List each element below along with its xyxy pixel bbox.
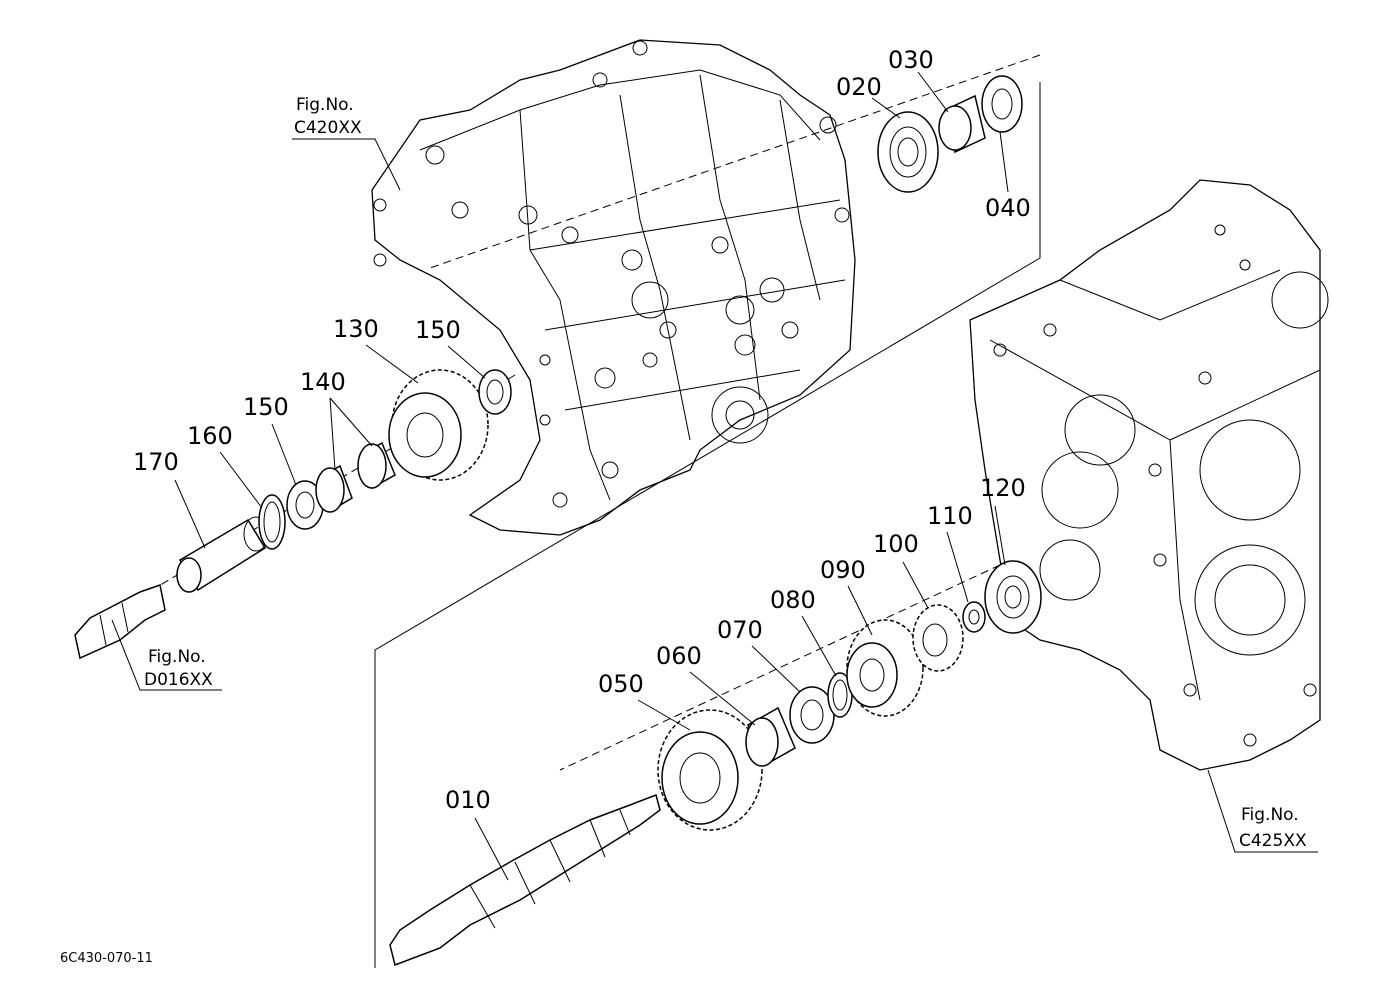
part-060-needle-bearing xyxy=(745,706,796,767)
drawing-code: 6C430-070-11 xyxy=(60,951,153,966)
label-150-left: 150 xyxy=(243,393,289,421)
group-frames xyxy=(374,82,1041,968)
part-030-collar xyxy=(938,94,986,154)
label-140: 140 xyxy=(300,368,346,396)
label-050: 050 xyxy=(598,670,644,698)
upper-transmission-case xyxy=(371,39,856,536)
part-160-circlip xyxy=(258,494,286,550)
label-160: 160 xyxy=(187,422,233,450)
label-130: 130 xyxy=(333,315,379,343)
label-090: 090 xyxy=(820,556,866,584)
figure-reference-labels: Fig.No. C420XX Fig.No. D016XX Fig.No. C4… xyxy=(144,95,1307,851)
main-shaft xyxy=(389,794,661,966)
part-090-gear xyxy=(846,619,924,717)
label-020: 020 xyxy=(836,73,882,101)
label-060: 060 xyxy=(656,642,702,670)
part-020-bearing xyxy=(877,111,939,193)
part-150-washer-left xyxy=(286,480,324,530)
fig-ref-3-code: C425XX xyxy=(1239,831,1307,851)
part-050-gear xyxy=(657,709,763,831)
part-100-gear xyxy=(912,604,964,672)
label-080: 080 xyxy=(770,586,816,614)
part-110-washer xyxy=(962,601,986,633)
label-040: 040 xyxy=(985,194,1031,222)
fig-ref-1-label: Fig.No. xyxy=(296,95,354,115)
part-140-needle-bearing-b xyxy=(357,441,396,490)
part-120-bearing xyxy=(984,560,1042,634)
fig-ref-1-code: C420XX xyxy=(294,118,362,138)
label-120: 120 xyxy=(980,474,1026,502)
fig-ref-3-label: Fig.No. xyxy=(1241,805,1299,825)
label-170: 170 xyxy=(133,448,179,476)
leader-lines xyxy=(174,71,1009,881)
part-130-gear xyxy=(388,369,489,481)
input-shaft-end xyxy=(74,584,166,660)
part-040-washer xyxy=(981,75,1023,133)
label-030: 030 xyxy=(888,46,934,74)
fig-ref-2-label: Fig.No. xyxy=(148,647,206,667)
part-170-collar xyxy=(176,516,269,593)
part-140-needle-bearing-a xyxy=(315,464,353,513)
part-150-washer-right xyxy=(478,369,512,415)
fig-ref-2-code: D016XX xyxy=(144,670,213,690)
label-010: 010 xyxy=(445,786,491,814)
figure-reference-leaders xyxy=(111,138,1318,853)
label-100: 100 xyxy=(873,530,919,558)
label-070: 070 xyxy=(717,616,763,644)
label-110: 110 xyxy=(927,502,973,530)
part-labels: 010 020 030 040 050 060 070 080 090 100 … xyxy=(133,46,1031,814)
label-150-right: 150 xyxy=(415,316,461,344)
